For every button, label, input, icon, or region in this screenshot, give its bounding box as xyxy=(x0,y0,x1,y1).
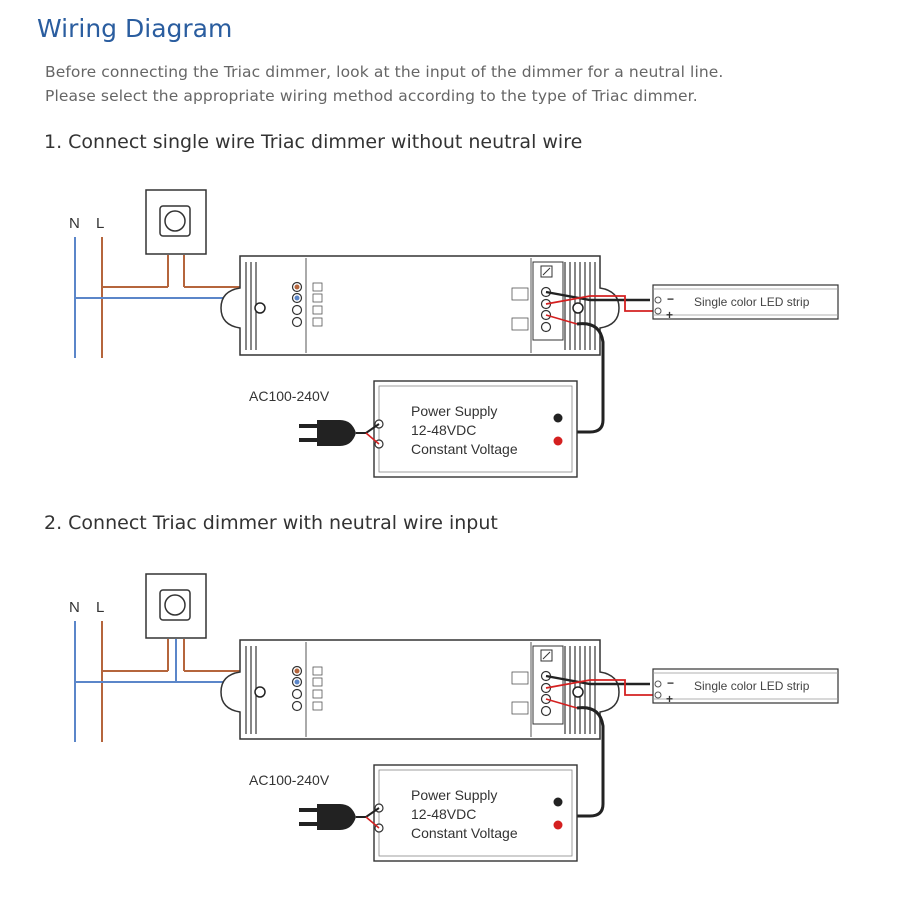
strip-positive-wire xyxy=(545,679,658,696)
led-strip-minus-sign: − xyxy=(667,292,674,306)
psu-output-positive xyxy=(553,436,563,446)
ac-plug-body xyxy=(317,804,356,830)
power-supply-inner-frame xyxy=(378,769,573,857)
led-strip-label: Single color LED strip xyxy=(694,679,810,693)
neutral-terminal-dot xyxy=(294,679,300,685)
dimmer-knob-icon xyxy=(164,210,186,232)
power-supply-text-1: Power Supply xyxy=(411,787,497,803)
input-terminal xyxy=(291,316,303,328)
led-strip-plus-sign: + xyxy=(666,692,673,706)
input-terminal-tag xyxy=(312,317,323,327)
input-terminal-tag xyxy=(312,677,323,687)
ac-cord-red xyxy=(365,816,380,829)
psu-output-negative xyxy=(553,413,563,423)
output-terminal-tag xyxy=(511,671,529,685)
neutral-terminal-dot xyxy=(294,295,300,301)
live-terminal-dot xyxy=(294,668,300,674)
output-terminal-tag xyxy=(511,701,529,715)
label-n: N xyxy=(69,215,80,232)
led-strip-body xyxy=(652,284,839,320)
diagram-2-heading: 2. Connect Triac dimmer with neutral wir… xyxy=(44,512,498,534)
input-terminal-tag xyxy=(312,305,323,315)
power-supply-inner-frame xyxy=(378,385,573,473)
strip-pad-negative xyxy=(654,680,662,688)
strip-pad-positive xyxy=(654,307,662,315)
input-terminal xyxy=(291,700,303,712)
mount-screw-right xyxy=(572,686,584,698)
diagram-1-heading: 1. Connect single wire Triac dimmer with… xyxy=(44,131,583,153)
strip-pad-negative xyxy=(654,296,662,304)
page-title: Wiring Diagram xyxy=(37,14,233,43)
input-terminal xyxy=(291,688,303,700)
label-l: L xyxy=(96,599,104,616)
intro-line-2: Please select the appropriate wiring met… xyxy=(45,87,698,105)
strip-negative-wire xyxy=(545,290,650,302)
led-strip-minus-sign: − xyxy=(667,676,674,690)
label-n: N xyxy=(69,599,80,616)
strip-positive-wire xyxy=(545,295,658,312)
triac-dimmer-body xyxy=(145,189,207,255)
ac-plug-prong-bottom xyxy=(299,438,319,442)
label-l: L xyxy=(96,215,104,232)
power-supply-text-3: Constant Voltage xyxy=(411,825,518,841)
ground-terminal-mark xyxy=(542,267,551,276)
intro-line-1: Before connecting the Triac dimmer, look… xyxy=(45,63,724,81)
output-terminal-tag xyxy=(511,317,529,331)
input-terminal-tag xyxy=(312,666,323,676)
output-terminal xyxy=(540,705,552,717)
power-supply-text-2: 12-48VDC xyxy=(411,806,476,822)
power-supply-text-3: Constant Voltage xyxy=(411,441,518,457)
strip-negative-wire xyxy=(545,674,650,686)
input-terminal-tag xyxy=(312,293,323,303)
input-terminal-tag xyxy=(312,282,323,292)
ac-voltage-label: AC100-240V xyxy=(249,388,330,404)
input-terminal-tag xyxy=(312,689,323,699)
led-strip-label: Single color LED strip xyxy=(694,295,810,309)
driver-negative-wire xyxy=(560,706,605,818)
power-supply-text-2: 12-48VDC xyxy=(411,422,476,438)
mount-screw-left xyxy=(254,686,266,698)
ac-plug-body xyxy=(317,420,356,446)
led-strip-plus-sign: + xyxy=(666,308,673,322)
psu-output-positive xyxy=(553,820,563,830)
led-strip-body xyxy=(652,668,839,704)
driver-positive-wire xyxy=(545,314,578,325)
ac-plug-prong-bottom xyxy=(299,822,319,826)
triac-dimmer-body xyxy=(145,573,207,639)
input-terminal xyxy=(291,304,303,316)
dimmer-knob-frame xyxy=(159,589,191,621)
mount-screw-left xyxy=(254,302,266,314)
driver-negative-wire xyxy=(560,322,605,434)
ground-terminal-mark xyxy=(542,651,551,660)
output-terminal xyxy=(540,321,552,333)
input-terminal-tag xyxy=(312,701,323,711)
power-supply-box xyxy=(373,764,578,862)
ac-plug-prong-top xyxy=(299,424,319,428)
live-terminal-dot xyxy=(294,284,300,290)
power-supply-text-1: Power Supply xyxy=(411,403,497,419)
ac-cord-red xyxy=(365,432,380,445)
psu-output-negative xyxy=(553,797,563,807)
ac-voltage-label: AC100-240V xyxy=(249,772,330,788)
power-supply-box xyxy=(373,380,578,478)
dimmer-knob-frame xyxy=(159,205,191,237)
ac-plug-prong-top xyxy=(299,808,319,812)
output-terminal-tag xyxy=(511,287,529,301)
strip-pad-positive xyxy=(654,691,662,699)
dimmer-knob-icon xyxy=(164,594,186,616)
mount-screw-right xyxy=(572,302,584,314)
driver-positive-wire xyxy=(545,698,578,709)
